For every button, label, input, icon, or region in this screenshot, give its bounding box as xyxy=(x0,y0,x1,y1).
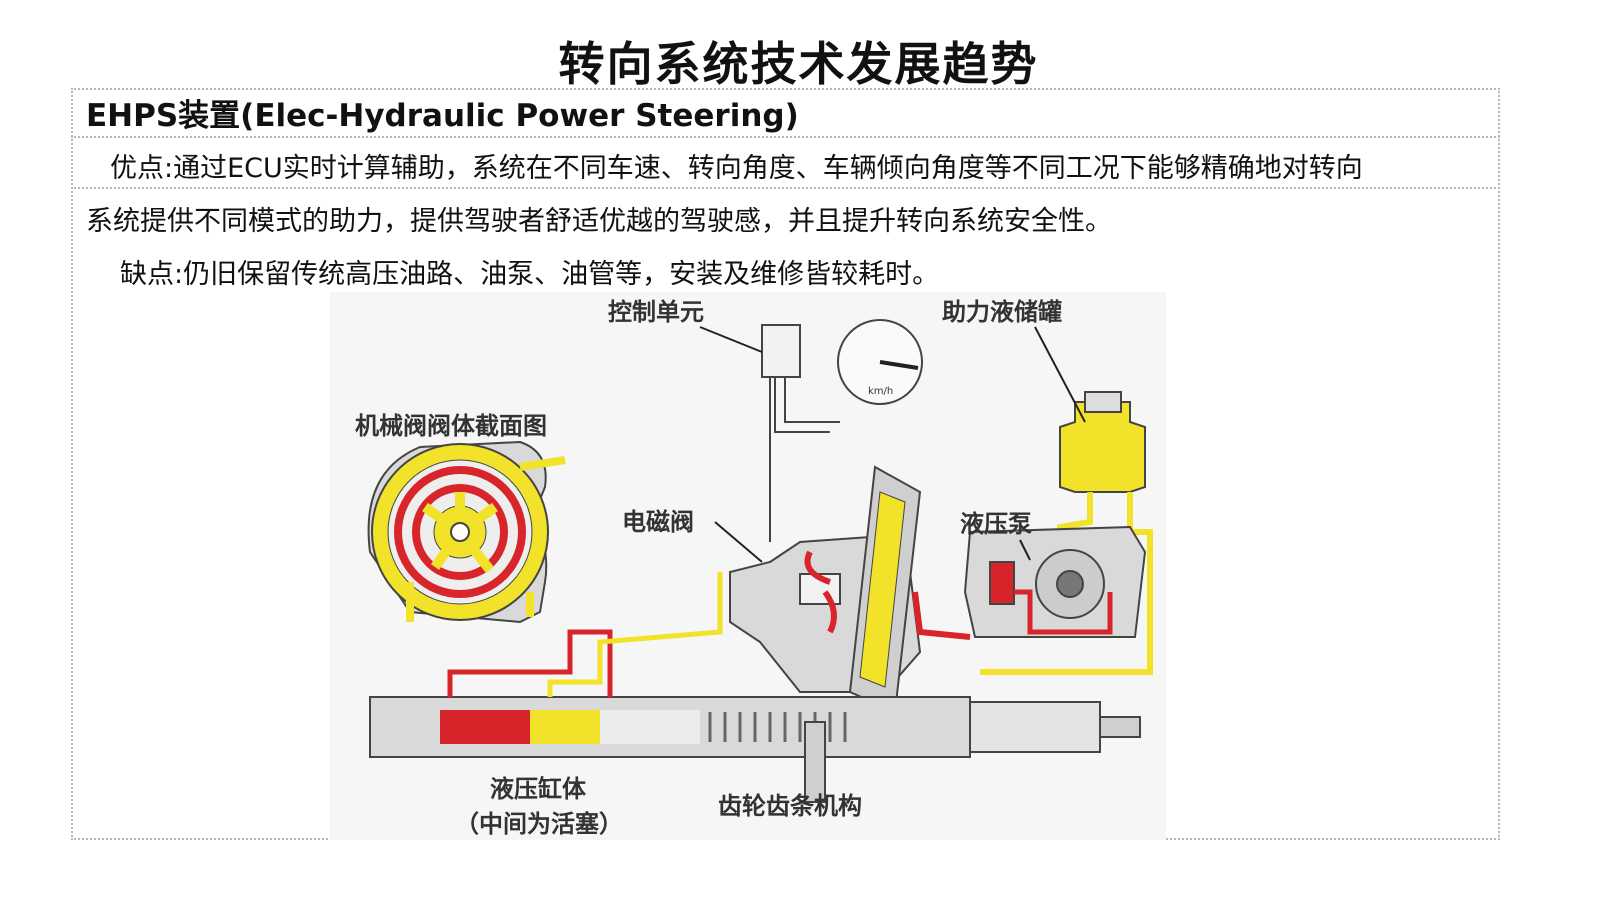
valve-cross-section xyxy=(367,440,566,624)
reservoir-tank xyxy=(980,391,1153,675)
label-reservoir: 助力液储罐 xyxy=(942,298,1062,326)
section-subtitle: EHPS装置(Elec-Hydraulic Power Steering) xyxy=(86,98,799,134)
valve-body xyxy=(729,465,971,714)
label-piston-note: （中间为活塞） xyxy=(455,810,623,838)
label-pump: 液压泵 xyxy=(960,510,1032,538)
label-valve-section: 机械阀阀体截面图 xyxy=(355,412,547,440)
speedometer-gauge: km/h xyxy=(837,319,923,405)
disadvantage-line: 缺点:仍旧保留传统高压油路、油泵、油管等，安装及维修皆较耗时。 xyxy=(120,259,940,290)
hydraulic-pump xyxy=(963,525,1147,638)
advantage-line-1: 优点:通过ECU实时计算辅助，系统在不同车速、转向角度、车辆倾向角度等不同工况下… xyxy=(110,153,1363,184)
speedometer-unit: km/h xyxy=(868,386,893,397)
steering-rack xyxy=(369,572,1141,803)
ehps-diagram-svg: km/h 控制单元 助力液储罐 机械阀阀体截 xyxy=(355,298,1153,838)
label-solenoid: 电磁阀 xyxy=(622,508,694,536)
page-title: 转向系统技术发展趋势 xyxy=(558,37,1039,91)
ehps-diagram: km/h 控制单元 助力液储罐 机械阀阀体截 xyxy=(330,292,1166,840)
advantage-line-2: 系统提供不同模式的助力，提供驾驶者舒适优越的驾驶感，并且提升转向系统安全性。 xyxy=(86,206,1112,237)
label-cylinder: 液压缸体 xyxy=(490,775,587,803)
divider xyxy=(71,136,1500,138)
divider xyxy=(71,187,1500,189)
label-rack: 齿轮齿条机构 xyxy=(718,792,862,820)
control-unit xyxy=(761,324,840,542)
label-control-unit: 控制单元 xyxy=(608,298,704,326)
